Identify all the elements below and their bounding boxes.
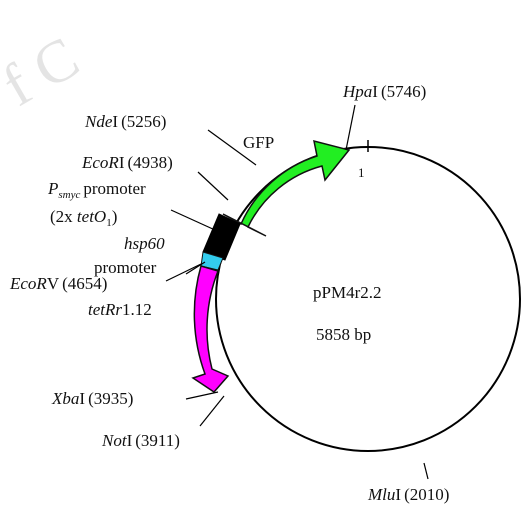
plasmid-name: pPM4r2.2 [313, 283, 381, 302]
psmyc-leader [170, 209, 216, 231]
gfp-arrow [222, 139, 351, 237]
ndei-site-label: NdeI(5256) [84, 112, 166, 131]
hsp60-label: hsp60 [124, 234, 165, 253]
tetr-label: tetRr1.12 [88, 300, 152, 319]
hpai-site-label: HpaI(5746) [342, 82, 426, 101]
mlui-site-label: MluI(2010) [367, 485, 449, 504]
ecorv-leader [165, 263, 202, 282]
watermark: f C [0, 24, 89, 119]
hsp60-promoter-label: promoter [94, 258, 157, 277]
xbai-leader [185, 391, 219, 400]
psmyc-operator-label: (2x tetO1) [50, 207, 117, 229]
svg-text:f C: f C [0, 24, 89, 119]
noti-leader [199, 395, 225, 427]
hpai-leader [345, 104, 356, 151]
mlui-leader [423, 462, 429, 480]
gfp-label: GFP [243, 133, 274, 152]
xbai-site-label: XbaI(3935) [51, 389, 133, 408]
ecorv-site-label: EcoRV(4654) [9, 274, 107, 293]
hsp60-leader [185, 261, 206, 275]
ecori-site-label: EcoRI(4938) [81, 153, 173, 172]
hsp60-promoter-block [200, 251, 224, 271]
tetr-arrow [191, 265, 230, 393]
ndei-leader [207, 129, 257, 166]
plasmid-size: 5858 bp [316, 325, 371, 344]
origin-label: 1 [358, 165, 365, 180]
ecori-leader [197, 171, 229, 201]
psmyc-promoter-block [202, 213, 241, 261]
noti-site-label: NotI(3911) [101, 431, 180, 450]
